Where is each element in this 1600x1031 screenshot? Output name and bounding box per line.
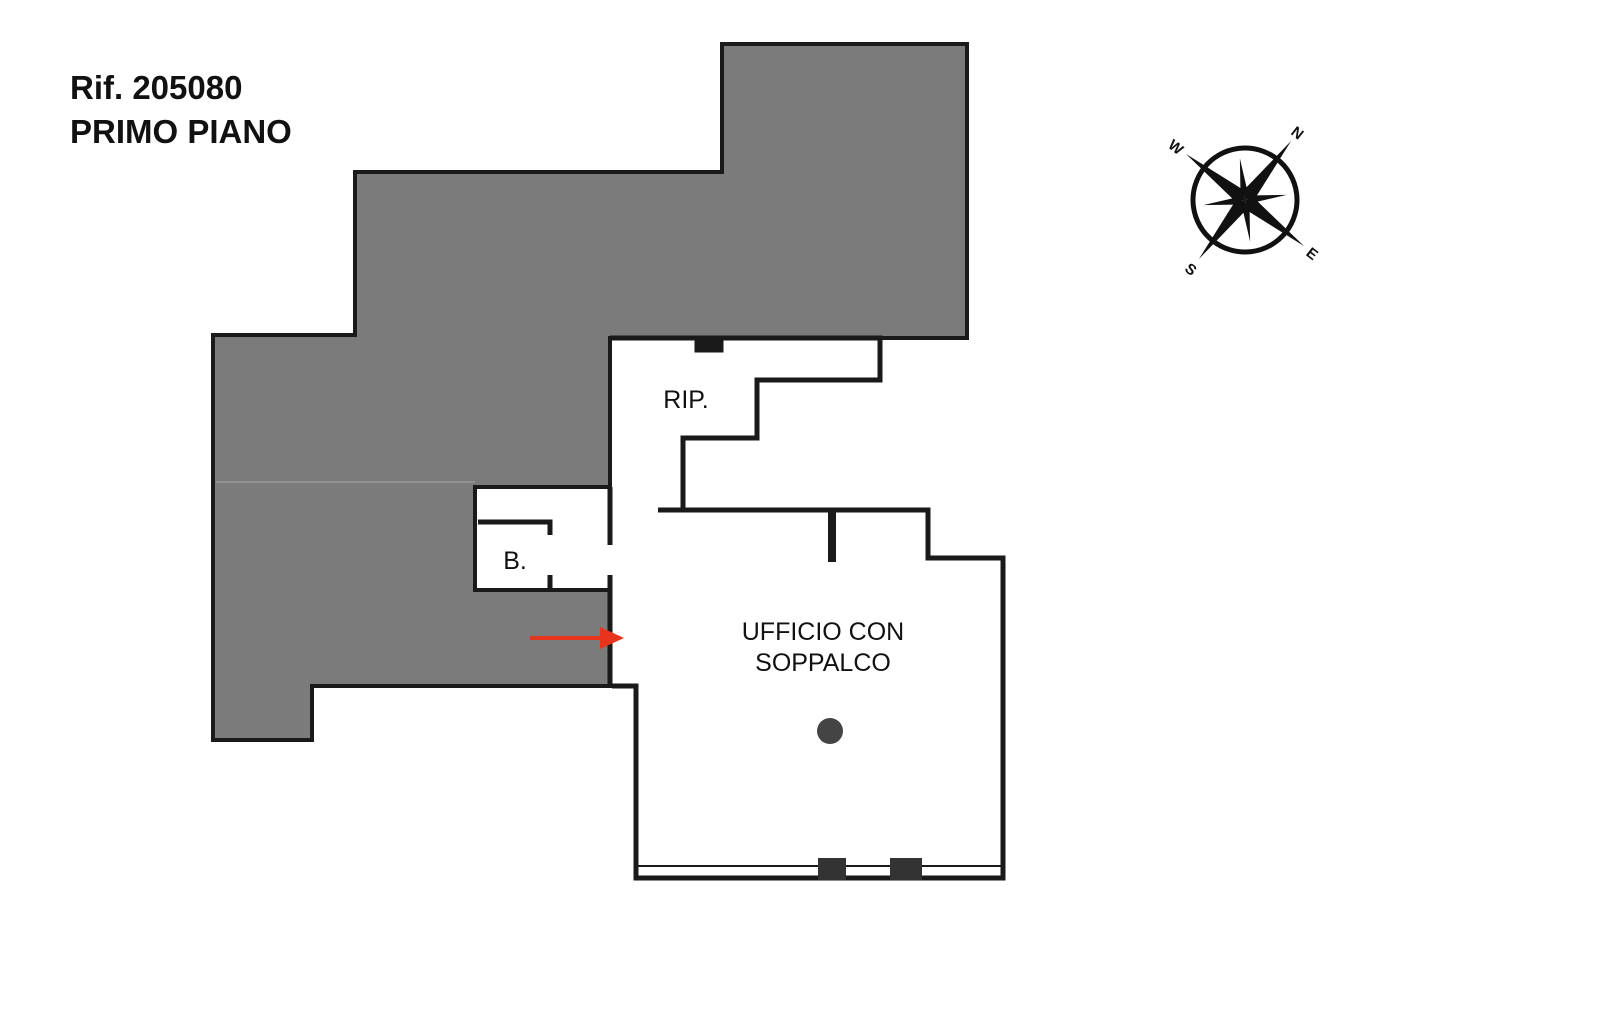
reference-number: Rif. 205080 <box>70 69 243 106</box>
compass-e: E <box>1303 244 1321 264</box>
room-label-office-line1: UFFICIO CON <box>742 618 905 646</box>
column <box>817 718 843 744</box>
floor-title: PRIMO PIANO <box>70 113 292 150</box>
compass-w: W <box>1165 137 1187 160</box>
compass-rose-icon: N S E W <box>1165 123 1321 280</box>
compass-s: S <box>1181 260 1199 280</box>
entrance-arrow <box>530 627 624 649</box>
window-pillar <box>818 858 846 880</box>
room-label-office-line2: SOPPALCO <box>755 649 891 677</box>
window-pillar <box>890 858 922 880</box>
room-label-bathroom: B. <box>503 547 527 575</box>
room-label-storage: RIP. <box>663 386 708 414</box>
walls <box>478 335 1006 881</box>
compass-n: N <box>1288 123 1307 143</box>
